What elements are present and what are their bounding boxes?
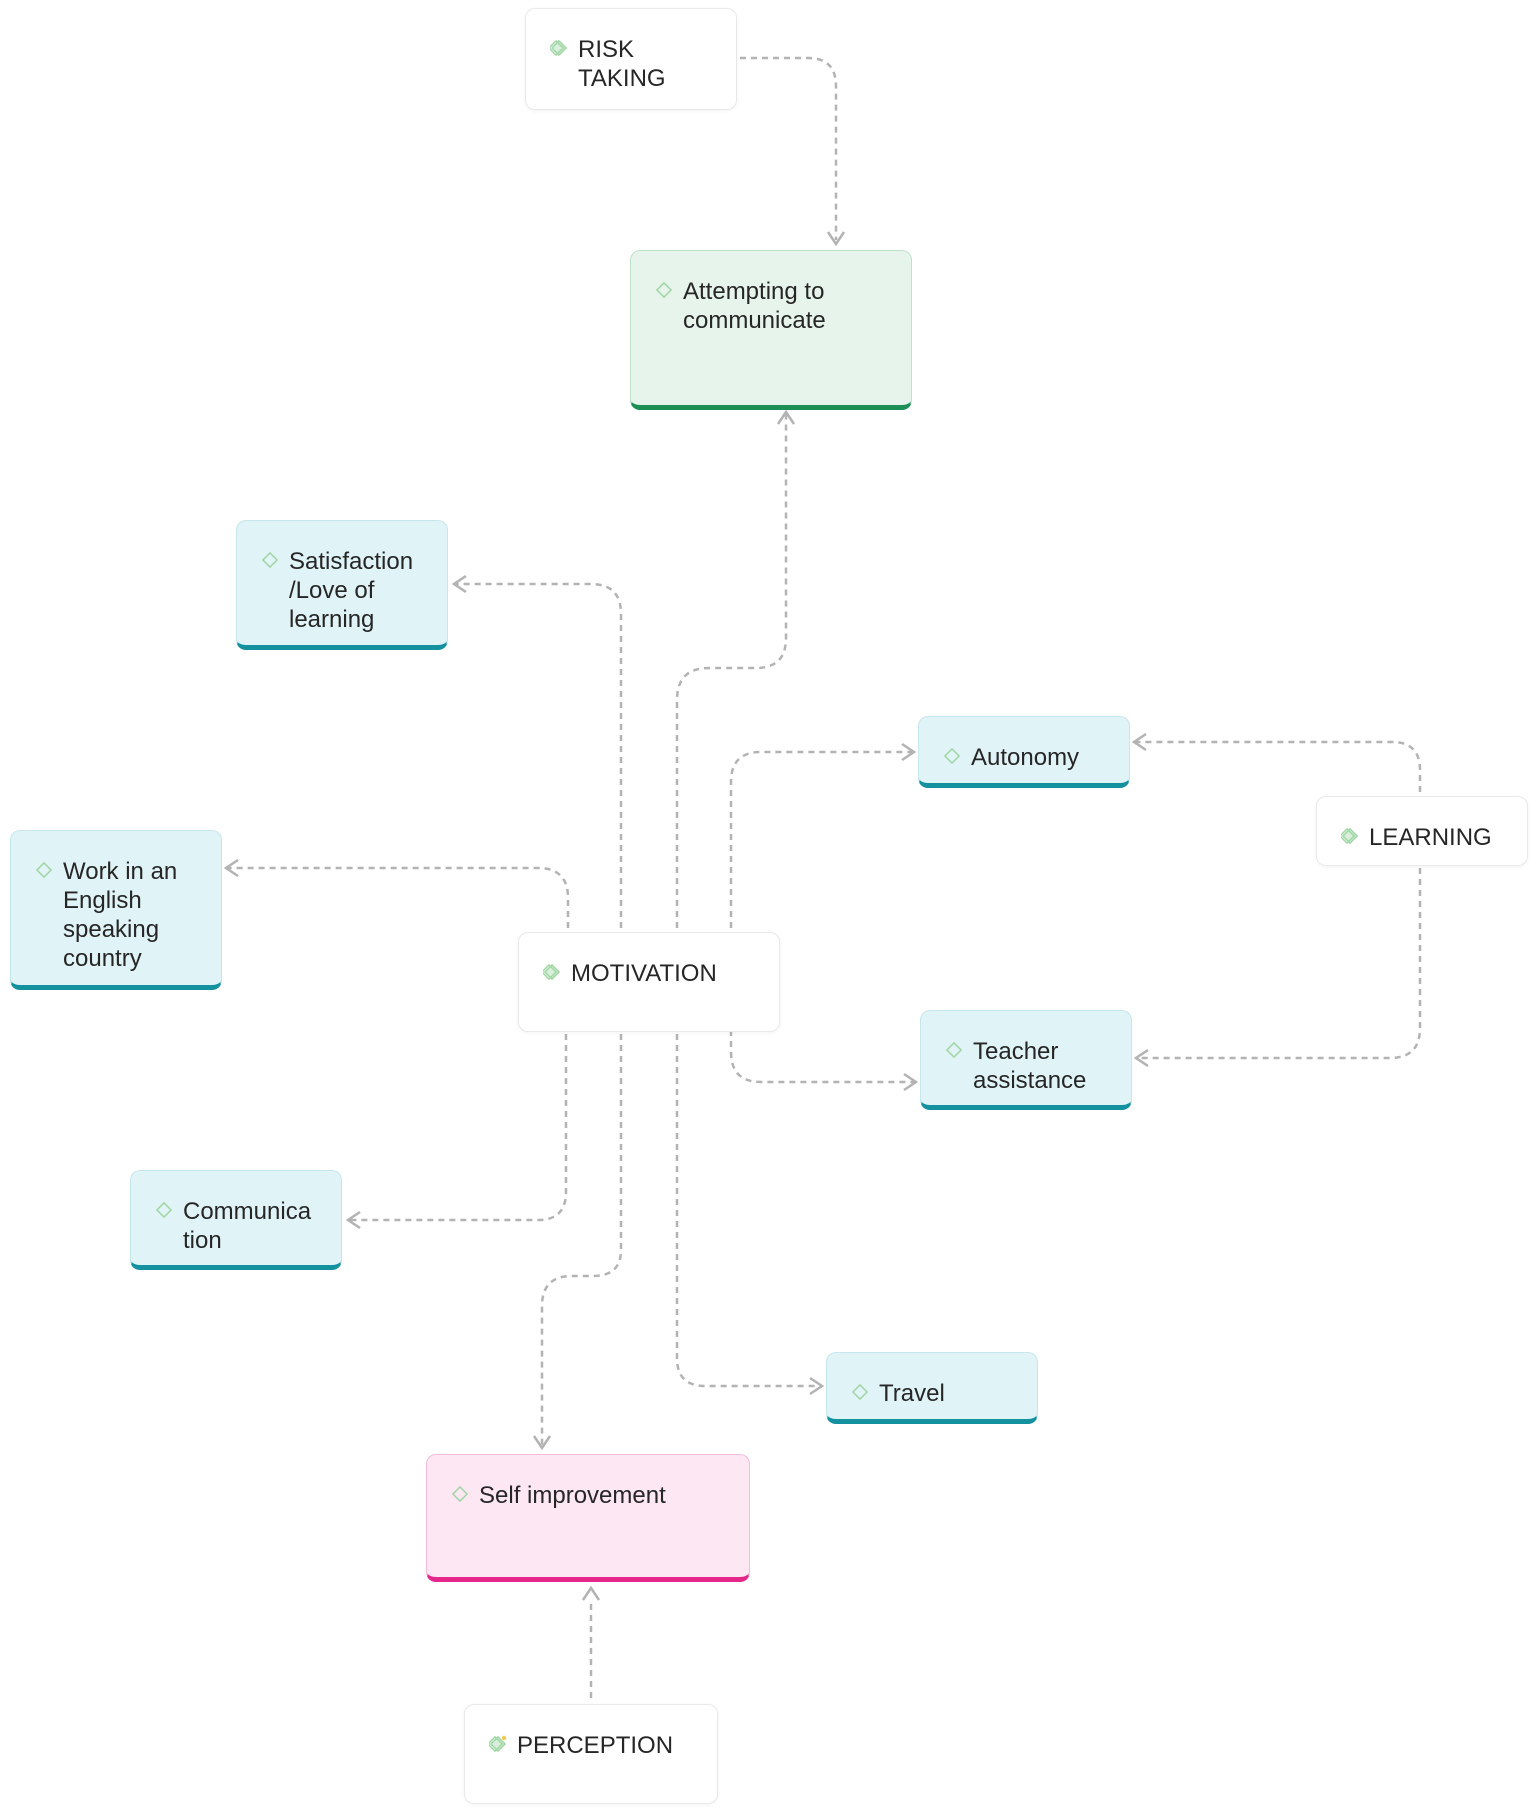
node-learning[interactable]: LEARNING (1316, 796, 1528, 866)
code-icon (261, 551, 279, 569)
node-label: MOTIVATION (571, 960, 717, 987)
code-icon (655, 281, 673, 299)
node-label: Self improvement (479, 1482, 666, 1509)
edge-risk-to-attempting (740, 56, 838, 240)
edge-learning-to-autonomy-arrowhead (1131, 732, 1147, 752)
code-icon (945, 1041, 963, 1059)
edge-learning-to-teacher (1138, 868, 1422, 1060)
edge-motivation-to-attempting (675, 414, 788, 928)
edge-motivation-to-travel-arrowhead (809, 1376, 825, 1396)
node-self-improvement[interactable]: Self improvement (426, 1454, 750, 1582)
node-motivation[interactable]: MOTIVATION (518, 932, 780, 1032)
node-attempting-to-communicate[interactable]: Attempting to communicate (630, 250, 912, 410)
node-label: Attempting to communicate (683, 278, 826, 334)
code-group-icon (489, 1735, 507, 1753)
edge-motivation-to-autonomy (729, 750, 912, 928)
edge-motivation-to-communication-arrowhead (345, 1210, 361, 1230)
code-icon (943, 747, 961, 765)
node-label: LEARNING (1369, 824, 1492, 851)
node-satisfaction-love-of-learning[interactable]: Satisfaction /Love of learning (236, 520, 448, 650)
edge-motivation-to-attempting-arrowhead (776, 409, 796, 425)
code-icon (35, 861, 53, 879)
node-label: Teacher assistance (973, 1038, 1087, 1094)
edge-motivation-to-travel (675, 1034, 820, 1388)
node-label: PERCEPTION (517, 1732, 674, 1759)
node-label: Autonomy (971, 744, 1080, 771)
edge-motivation-to-work-arrowhead (223, 858, 239, 878)
edge-learning-to-teacher-arrowhead (1133, 1048, 1149, 1068)
edge-perception-to-self-improvement-arrowhead (581, 1585, 601, 1601)
node-label: Communica tion (183, 1198, 312, 1254)
edge-motivation-to-satisfaction-arrowhead (451, 574, 467, 594)
node-work-in-english-speaking-country[interactable]: Work in an English speaking country (10, 830, 222, 990)
node-label: Work in an English speaking country (63, 858, 178, 972)
code-icon (851, 1383, 869, 1401)
code-group-icon (1341, 827, 1359, 845)
edge-motivation-to-communication (350, 1034, 568, 1222)
node-label: Travel (879, 1380, 945, 1407)
edge-motivation-to-work (228, 866, 570, 928)
code-icon (155, 1201, 173, 1219)
edge-motivation-to-self-improvement (540, 1034, 623, 1446)
node-autonomy[interactable]: Autonomy (918, 716, 1130, 788)
node-risk-taking[interactable]: RISK TAKING (525, 8, 737, 110)
node-label: Satisfaction /Love of learning (289, 548, 414, 633)
node-teacher-assistance[interactable]: Teacher assistance (920, 1010, 1132, 1110)
edge-motivation-to-teacher (729, 1030, 914, 1084)
node-label: RISK TAKING (578, 36, 666, 92)
node-perception[interactable]: PERCEPTION (464, 1704, 718, 1804)
node-travel[interactable]: Travel (826, 1352, 1038, 1424)
code-icon (451, 1485, 469, 1503)
edge-learning-to-autonomy (1136, 740, 1422, 792)
node-communication[interactable]: Communica tion (130, 1170, 342, 1270)
edge-motivation-to-self-improvement-arrowhead (532, 1435, 552, 1451)
code-group-icon (550, 39, 568, 57)
edge-motivation-to-autonomy-arrowhead (901, 742, 917, 762)
edge-risk-to-attempting-arrowhead (826, 231, 846, 247)
code-group-icon (543, 963, 561, 981)
edge-motivation-to-teacher-arrowhead (903, 1072, 919, 1092)
edge-motivation-to-satisfaction (456, 582, 623, 928)
